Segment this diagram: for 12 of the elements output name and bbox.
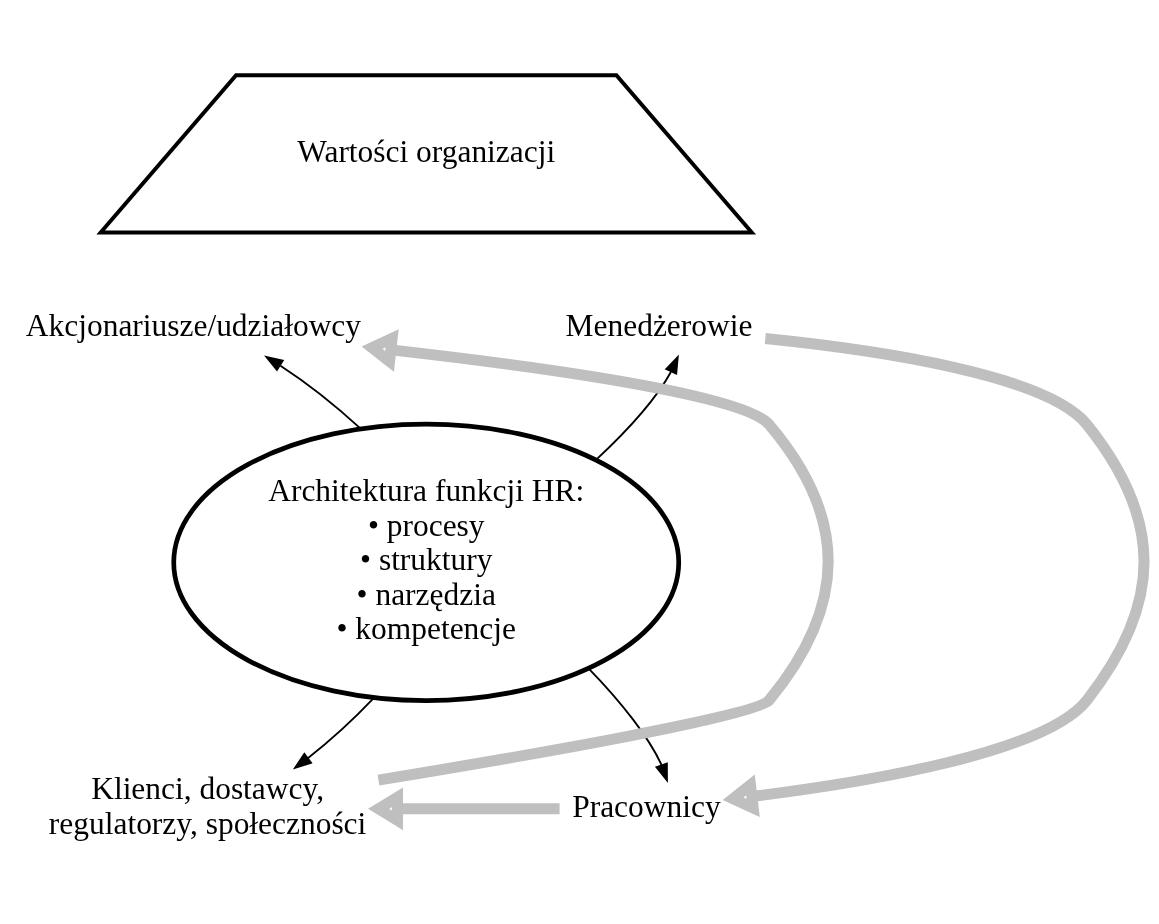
arrow — [361, 328, 834, 786]
node-text: Menedżerowie — [565, 307, 753, 343]
arrow — [264, 355, 362, 430]
arrow — [368, 786, 560, 830]
node-text: Pracownicy — [572, 788, 721, 824]
arrow — [722, 332, 1150, 817]
arrow — [587, 667, 668, 783]
node-text: Klienci, dostawcy, regulatorzy, społeczności — [48, 770, 367, 841]
arrow — [292, 696, 376, 769]
node-ellipse: Architektura funkcji HR: • procesy • struktury • narzędzia • kompetencje — [171, 421, 682, 703]
arrow — [595, 353, 679, 461]
node-text: Akcjonariusze/udziałowcy — [25, 307, 362, 343]
